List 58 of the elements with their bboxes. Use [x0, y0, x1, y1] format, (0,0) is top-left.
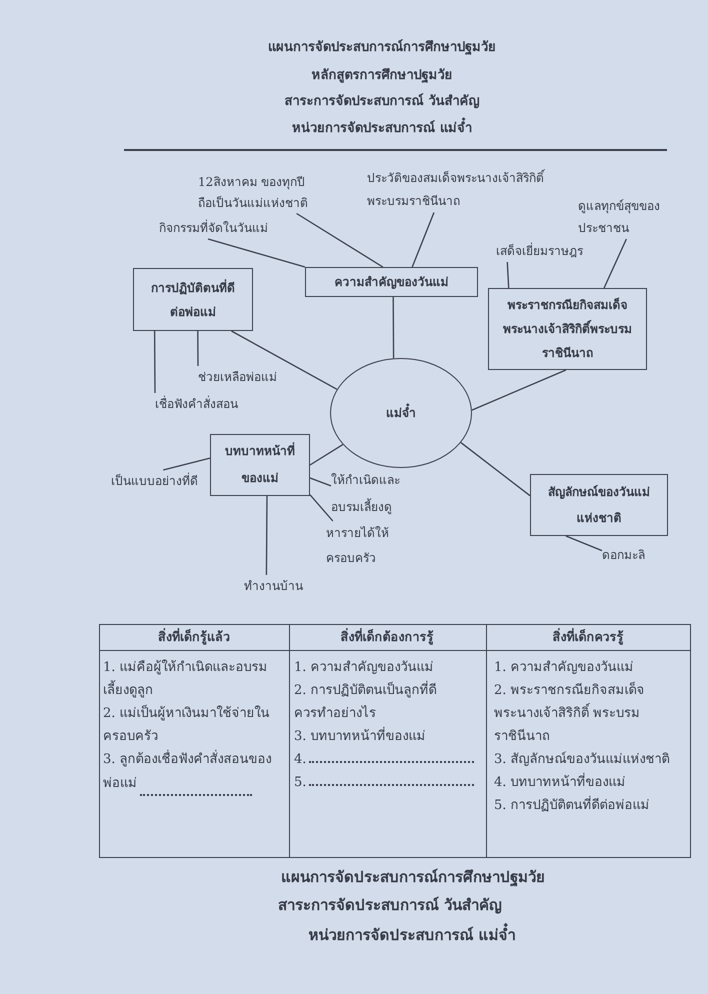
connector-line	[163, 458, 210, 471]
list-item: 1. ความสำคัญของวันแม่	[494, 658, 634, 676]
branch-text: เสด็จเยี่ยมราษฎร	[496, 240, 583, 262]
connector-line	[412, 212, 435, 268]
connector-line	[310, 494, 334, 522]
connector-line	[310, 477, 332, 486]
topic-ellipse: แม่จ๋ำ	[330, 358, 472, 468]
list-item: 1. แม่คือผู้ให้กำเนิดและอบรมเลี้ยงดูลูก	[103, 658, 269, 700]
list-item: 5.	[294, 774, 306, 790]
branch-text: ประวัติของสมเด็จพระนางเจ้าสิริกิติ์พระบรมราชินีนาถ	[367, 166, 553, 212]
subtitle: สาระการจัดประสบการณ์ วันสำคัญ	[284, 92, 480, 111]
connector-line	[208, 238, 306, 268]
branch-text: เชื่อฟังคำสั่งสอน	[155, 393, 238, 415]
connector-line	[392, 297, 394, 358]
connector-line	[472, 369, 566, 411]
branch-text: ช่วยเหลือพ่อแม่	[198, 366, 277, 388]
connector-line	[231, 330, 338, 390]
branch-text: 12สิงหาคม ของทุกปีถือเป็นวันแม่แห่งชาติ	[198, 172, 314, 214]
connector-line	[266, 496, 268, 575]
topic-box: สัญลักษณ์ของวันแม่แห่งชาติ	[530, 474, 668, 536]
list-item: 2. พระราชกรณียกิจสมเด็จพระนางเจ้าสิริกิติ์ พระบรมราชินีนาถ	[494, 680, 646, 746]
column-heading: สิ่งที่เด็กรู้แล้ว	[158, 627, 230, 647]
list-item: 5. การปฏิบัติตนที่ดีต่อพ่อแม่	[494, 794, 650, 814]
connector-line	[296, 212, 384, 268]
branch-text: กิจกรรมที่จัดในวันแม่	[159, 217, 268, 239]
subtitle: หลักสูตรการศึกษาปฐมวัย	[312, 67, 452, 86]
branch-text: หารายได้ให้ครอบครัว	[326, 521, 394, 571]
branch-text: ทำงานบ้าน	[244, 575, 303, 597]
topic-box: พระราชกรณียกิจสมเด็จพระนางเจ้าสิริกิติ์พระบรมราชินีนาถ	[488, 288, 647, 370]
title: แผนการจัดประสบการณ์การศึกษาปฐมวัย	[268, 38, 496, 58]
topic-box: การปฏิบัติตนที่ดีต่อพ่อแม่	[133, 268, 253, 331]
list-item: 3. สัญลักษณ์ของวันแม่แห่งชาติ	[494, 750, 670, 768]
subtitle: หน่วยการจัดประสบการณ์ แม่จ๋ำ	[292, 119, 472, 139]
connector-line	[460, 442, 530, 496]
column-heading: สิ่งที่เด็กควรรู้	[552, 627, 624, 647]
footer-heading: แผนการจัดประสบการณ์การศึกษาปฐมวัย	[281, 866, 545, 888]
connector-line	[310, 444, 344, 466]
list-item: 2. การปฏิบัติตนเป็นลูกที่ดีควรทำอย่างไร	[294, 680, 438, 722]
list-item: 4. บทบาทหน้าที่ของแม่	[494, 772, 626, 792]
connector-line	[506, 262, 510, 288]
list-item: 3. ลูกต้องเชื่อฟังคำสั่งสอนของพ่อแม่	[103, 752, 272, 790]
branch-text: ดอกมะลิ	[602, 544, 645, 566]
connector-line	[197, 331, 199, 366]
topic-box: ความสำคัญของวันแม่	[305, 267, 478, 297]
list-item: 3. บทบาทหน้าที่ของแม่	[294, 726, 426, 746]
branch-text: ดูแลทุกข์สุขของประชาชน	[578, 195, 666, 239]
topic-box: บทบาทหน้าที่ของแม่	[210, 434, 310, 496]
footer-heading: หน่วยการจัดประสบการณ์ แม่จ๋ำ	[308, 924, 516, 946]
column-heading: สิ่งที่เด็กต้องการรู้	[340, 627, 434, 647]
list-item: 1. ความสำคัญของวันแม่	[294, 658, 434, 676]
connector-line	[154, 331, 156, 393]
connector-line	[603, 238, 627, 288]
list-item: 4.	[294, 752, 306, 766]
footer-heading: สาระการจัดประสบการณ์ วันสำคัญ	[278, 894, 502, 916]
branch-text: เป็นแบบอย่างที่ดี	[111, 470, 198, 492]
list-item: 2. แม่เป็นผู้หาเงินมาใช้จ่ายในครอบครัว	[103, 704, 271, 746]
branch-text: ให้กำเนิดและอบรมเลี้ยงดู	[331, 467, 407, 521]
connector-line	[566, 535, 602, 552]
